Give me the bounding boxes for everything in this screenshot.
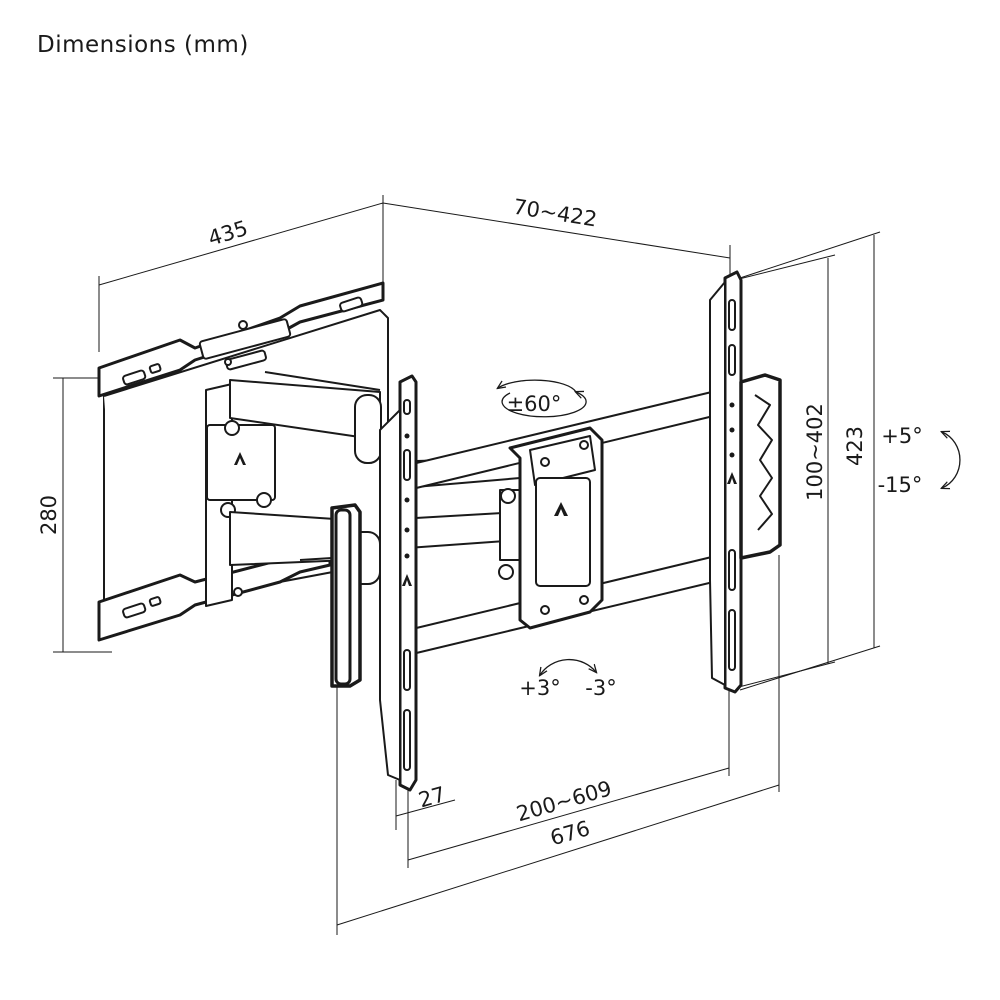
swing-arms bbox=[205, 371, 521, 688]
label-swivel: ±60° bbox=[507, 392, 562, 416]
label-level-left: +3° bbox=[519, 676, 560, 700]
label-extension: 70~422 bbox=[512, 195, 599, 232]
right-vesa-bar bbox=[709, 270, 782, 694]
label-height-plate: 280 bbox=[37, 495, 61, 535]
label-vesa-horizontal: 200~609 bbox=[514, 776, 615, 826]
label-vesa-vertical: 100~402 bbox=[803, 403, 827, 501]
left-vesa-bar bbox=[379, 374, 418, 792]
label-level-right: -3° bbox=[585, 676, 616, 700]
label-depth: 435 bbox=[205, 216, 250, 251]
dimension-lines bbox=[53, 195, 881, 935]
rotation-arrows bbox=[498, 379, 961, 675]
label-tilt-up: +5° bbox=[881, 424, 922, 448]
center-plate bbox=[508, 426, 604, 630]
label-tilt-down: -15° bbox=[878, 473, 923, 497]
label-width-total: 676 bbox=[547, 816, 592, 850]
label-profile: 27 bbox=[416, 782, 448, 812]
label-height-total: 423 bbox=[843, 426, 867, 466]
diagram-title: Dimensions (mm) bbox=[37, 32, 249, 58]
